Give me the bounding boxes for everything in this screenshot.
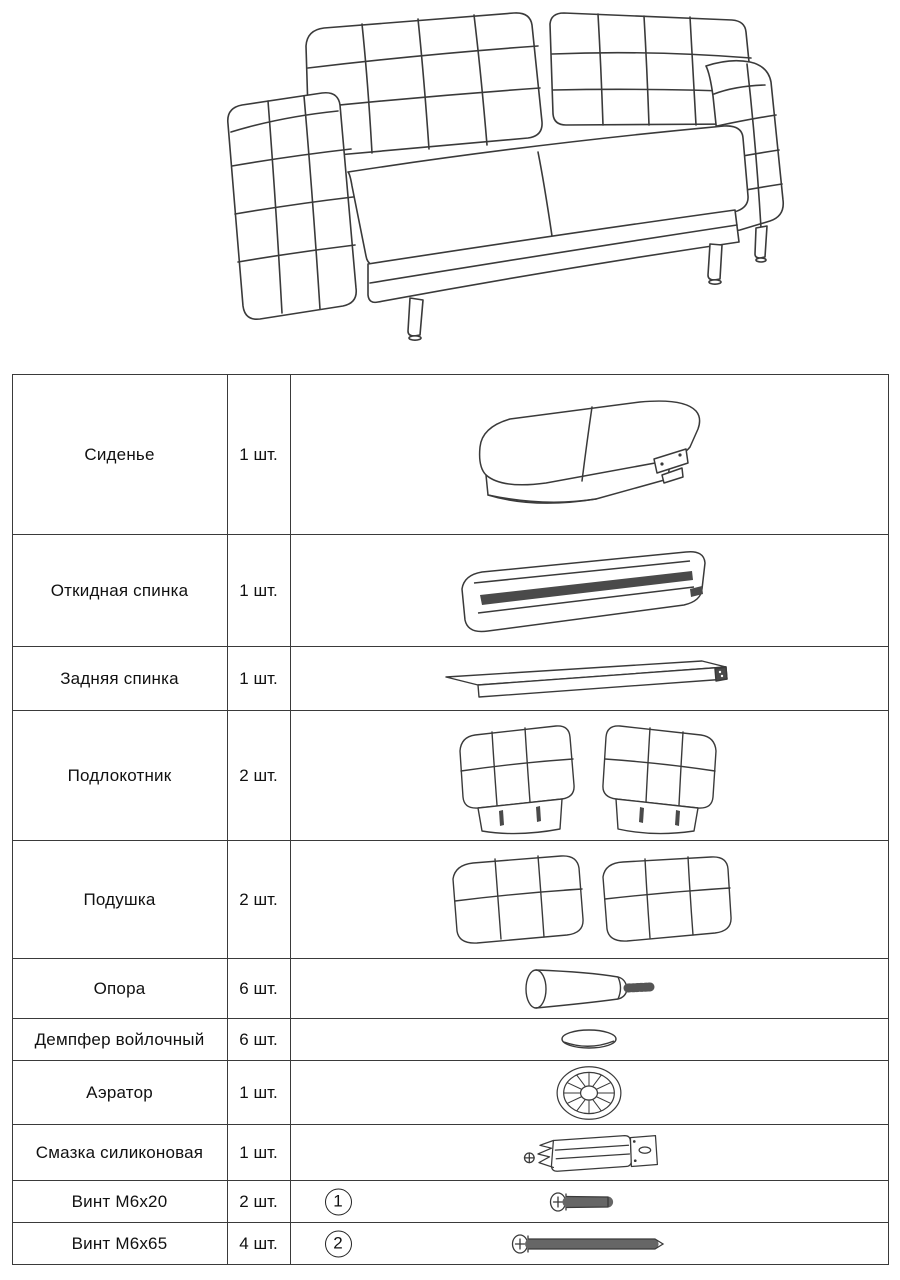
part-qty: 1 шт. [239,1142,278,1162]
screw-marker-1: 1 [324,1188,352,1215]
screw-m6x20-illustration-icon [549,1191,614,1212]
table-row-silicone-grease: Смазка силиконовая 1 шт. [11,1124,889,1181]
part-qty: 2 шт. [239,1191,278,1211]
table-row-leg: Опора 6 шт. [11,958,889,1019]
folding-backrest-illustration-icon [461,550,706,632]
part-name: Задняя спинка [60,668,179,688]
leg-illustration-icon [525,968,655,1009]
cushion-illustration-icon [452,855,732,944]
table-row-screw-m6x65: Винт М6х65 4 шт. 2 [11,1222,889,1265]
part-name: Винт М6х20 [71,1191,168,1211]
part-qty: 1 шт. [239,580,278,600]
table-row-aerator: Аэратор 1 шт. [11,1060,889,1125]
part-name: Подушка [83,889,156,909]
aerator-illustration-icon [556,1065,622,1120]
part-qty: 2 шт. [239,765,278,785]
part-name: Демпфер войлочный [34,1029,205,1049]
sofa-illustration-area [0,0,900,362]
part-name: Опора [93,978,146,998]
screw-marker-2: 2 [324,1230,352,1257]
table-row-screw-m6x20: Винт М6х20 2 шт. 1 [11,1180,889,1223]
felt-damper-illustration-icon [561,1028,617,1049]
table-row-rear-panel: Задняя спинка 1 шт. [11,646,889,711]
part-qty: 1 шт. [239,1082,278,1102]
part-name: Винт М6х65 [71,1233,168,1253]
seat-illustration-icon [478,399,701,504]
armrest-illustration-icon [459,724,717,834]
part-name: Подлокотник [67,765,172,785]
rear-panel-illustration-icon [445,659,728,698]
parts-table: Сиденье 1 шт. [11,374,889,1265]
table-row-seat: Сиденье 1 шт. [11,374,889,535]
table-row-felt-damper: Демпфер войлочный 6 шт. [11,1018,889,1061]
part-qty: 6 шт. [239,1029,278,1049]
part-qty: 2 шт. [239,889,278,909]
part-name: Сиденье [84,444,155,464]
screw-m6x65-illustration-icon [511,1233,664,1254]
sofa-line-drawing-icon [226,12,785,341]
table-row-armrest: Подлокотник 2 шт. [11,710,889,841]
part-qty: 1 шт. [239,668,278,688]
part-qty: 6 шт. [239,978,278,998]
part-name: Смазка силиконовая [35,1142,204,1162]
part-qty: 1 шт. [239,444,278,464]
silicone-grease-illustration-icon [523,1134,658,1172]
part-name: Откидная спинка [50,580,189,600]
part-name: Аэратор [86,1082,153,1102]
table-row-cushion: Подушка 2 шт. [11,840,889,959]
table-row-folding-backrest: Откидная спинка 1 шт. [11,534,889,647]
part-qty: 4 шт. [239,1233,278,1253]
